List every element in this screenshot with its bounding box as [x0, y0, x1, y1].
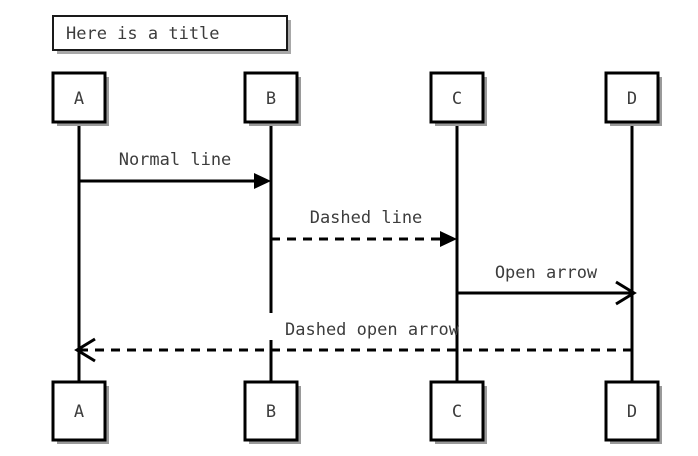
participant-a-top-label: A [74, 89, 84, 109]
participant-c-top-box[interactable] [429, 71, 485, 124]
message-open-arrow[interactable]: Open arrow [457, 263, 637, 306]
title-box [52, 15, 288, 51]
participant-b-top[interactable]: B [243, 71, 301, 126]
participant-c-bottom-label: C [452, 402, 462, 422]
message-dashed-open-arrow[interactable]: Dashed open arrow [74, 320, 632, 363]
participant-c-bottom-box[interactable] [429, 380, 485, 442]
participant-d-bottom-box[interactable] [604, 380, 660, 442]
participant-a-top-box[interactable] [51, 71, 107, 124]
participant-d-bottom-label: D [627, 402, 637, 422]
participant-a-top[interactable]: A [51, 71, 109, 126]
participant-b-bottom-label: B [266, 402, 276, 422]
participant-b-top-label: B [266, 89, 276, 109]
lifelines [77, 122, 634, 382]
diagram-title: Here is a title [52, 15, 291, 54]
message-normal-line[interactable]: Normal line [79, 150, 271, 189]
participant-c-bottom[interactable]: C [429, 380, 487, 444]
message-open-arrow-label: Open arrow [495, 263, 598, 283]
message-normal-line-arrowhead [254, 173, 271, 189]
message-normal-line-label: Normal line [119, 150, 232, 170]
title-text: Here is a title [66, 24, 220, 44]
participant-c-top-label: C [452, 89, 462, 109]
participant-a-bottom[interactable]: A [51, 380, 109, 444]
participant-d-top-label: D [627, 89, 637, 109]
message-dashed-line[interactable]: Dashed line [271, 208, 457, 247]
participant-d-top[interactable]: D [604, 71, 662, 126]
message-dashed-open-arrow-arrowhead [74, 337, 96, 363]
message-dashed-line-arrowhead [440, 231, 457, 247]
participant-d-bottom[interactable]: D [604, 380, 662, 444]
participant-a-bottom-box[interactable] [51, 380, 107, 442]
participant-boxes-top: A B C D [51, 71, 662, 126]
message-open-arrow-arrowhead [615, 280, 637, 306]
participant-b-bottom[interactable]: B [243, 380, 301, 444]
participant-b-top-box[interactable] [243, 71, 299, 124]
message-dashed-open-arrow-label: Dashed open arrow [285, 320, 460, 340]
participant-b-bottom-box[interactable] [243, 380, 299, 442]
message-dashed-line-label: Dashed line [310, 208, 423, 228]
participant-a-bottom-label: A [74, 402, 84, 422]
participant-d-top-box[interactable] [604, 71, 660, 124]
participant-c-top[interactable]: C [429, 71, 487, 126]
participant-boxes-bottom: A B C D [51, 380, 662, 444]
